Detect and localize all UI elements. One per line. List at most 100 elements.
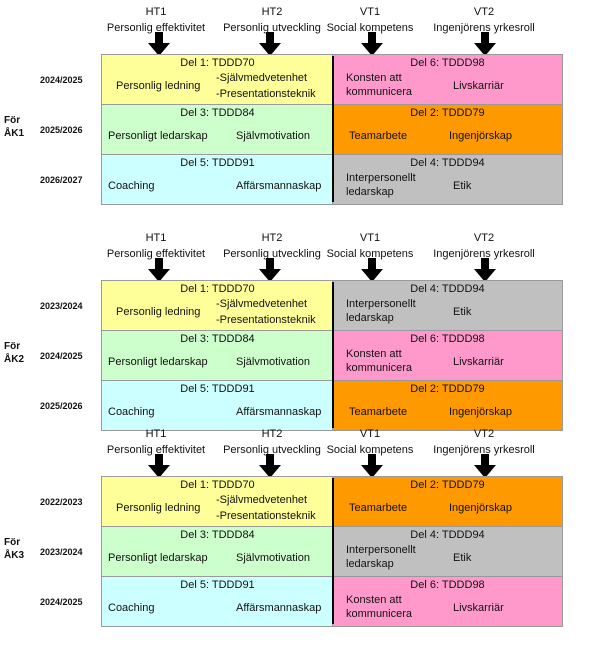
course-title: Del 6: TDDD98	[410, 333, 485, 345]
arrow-head	[148, 269, 170, 282]
down-arrow-icon	[259, 454, 281, 478]
column-header-term: VT1	[359, 428, 381, 440]
column-header-term: VT2	[473, 428, 495, 440]
course-title: Del 4: TDDD94	[410, 283, 485, 295]
column-header-term: HT1	[145, 6, 167, 18]
arrow-shaft	[368, 32, 376, 44]
course-subtopic: -Självmedvetenhet	[216, 298, 308, 310]
course-topic-line: ledarskap	[346, 558, 394, 570]
column-header-term: VT2	[473, 6, 495, 18]
course-topic: Affärsmannaskap	[236, 406, 322, 418]
course-title: Del 2: TDDD79	[410, 479, 485, 491]
course-title: Del 6: TDDD98	[410, 579, 485, 591]
column-header-theme: Ingenjörens yrkesroll	[433, 22, 535, 34]
down-arrow-icon	[361, 454, 383, 478]
course-topic: Etik	[453, 552, 472, 564]
arrow-shaft	[368, 258, 376, 270]
arrow-shaft	[368, 454, 376, 466]
academic-year-label: 2023/2024	[40, 301, 83, 311]
down-arrow-icon	[259, 258, 281, 282]
column-header-term: HT1	[145, 232, 167, 244]
column-header-theme: Personlig effektivitet	[106, 248, 206, 260]
course-topic: Personlig ledning	[116, 80, 201, 92]
down-arrow-icon	[474, 258, 496, 282]
column-header-theme: Ingenjörens yrkesroll	[433, 248, 535, 260]
arrow-head	[259, 43, 281, 56]
arrow-head	[259, 269, 281, 282]
arrow-shaft	[155, 258, 163, 270]
semester-divider	[332, 56, 334, 202]
course-topic: Självmotivation	[236, 356, 310, 368]
course-topic-line: ledarskap	[346, 312, 394, 324]
course-subtopic: -Presentationsteknik	[216, 510, 316, 522]
column-header-theme: Social kompetens	[326, 22, 414, 34]
year-group-label-line: För	[4, 115, 21, 126]
academic-year-label: 2026/2027	[40, 175, 83, 185]
course-topic: Etik	[453, 306, 472, 318]
column-header-term: VT1	[359, 6, 381, 18]
column-header-term: HT2	[261, 428, 283, 440]
course-title: Del 1: TDDD70	[180, 57, 255, 69]
academic-year-label: 2025/2026	[40, 125, 83, 135]
arrow-head	[474, 465, 496, 478]
course-title: Del 5: TDDD91	[180, 157, 255, 169]
course-topic: Ingenjörskap	[449, 406, 512, 418]
arrow-shaft	[481, 258, 489, 270]
course-topic-line: Konsten att	[346, 348, 402, 360]
arrow-head	[148, 43, 170, 56]
year-group-label-line: För	[4, 537, 21, 548]
course-topic-line: Interpersonellt	[346, 172, 416, 184]
course-topic: Coaching	[108, 406, 155, 418]
column-header-theme: Personlig utveckling	[223, 22, 321, 34]
course-topic-line: kommunicera	[346, 86, 413, 98]
column-header-term: VT2	[473, 232, 495, 244]
arrow-head	[148, 465, 170, 478]
column-header-theme: Personlig utveckling	[223, 444, 321, 456]
arrow-shaft	[481, 32, 489, 44]
column-header-theme: Ingenjörens yrkesroll	[433, 444, 535, 456]
course-title: Del 6: TDDD98	[410, 57, 485, 69]
column-header-term: HT2	[261, 232, 283, 244]
arrow-shaft	[266, 258, 274, 270]
course-title: Del 2: TDDD79	[410, 107, 485, 119]
column-header-theme: Social kompetens	[326, 248, 414, 260]
down-arrow-icon	[148, 32, 170, 56]
course-title: Del 3: TDDD84	[180, 107, 255, 119]
down-arrow-icon	[259, 32, 281, 56]
arrow-head	[259, 465, 281, 478]
course-subtopic: -Självmedvetenhet	[216, 494, 308, 506]
down-arrow-icon	[474, 32, 496, 56]
arrow-head	[361, 43, 383, 56]
column-header-theme: Personlig effektivitet	[106, 444, 206, 456]
column-header-term: HT2	[261, 6, 283, 18]
course-topic: Affärsmannaskap	[236, 602, 322, 614]
academic-year-label: 2022/2023	[40, 497, 83, 507]
course-title: Del 3: TDDD84	[180, 333, 255, 345]
course-topic: Personligt ledarskap	[108, 552, 208, 564]
arrow-shaft	[155, 454, 163, 466]
